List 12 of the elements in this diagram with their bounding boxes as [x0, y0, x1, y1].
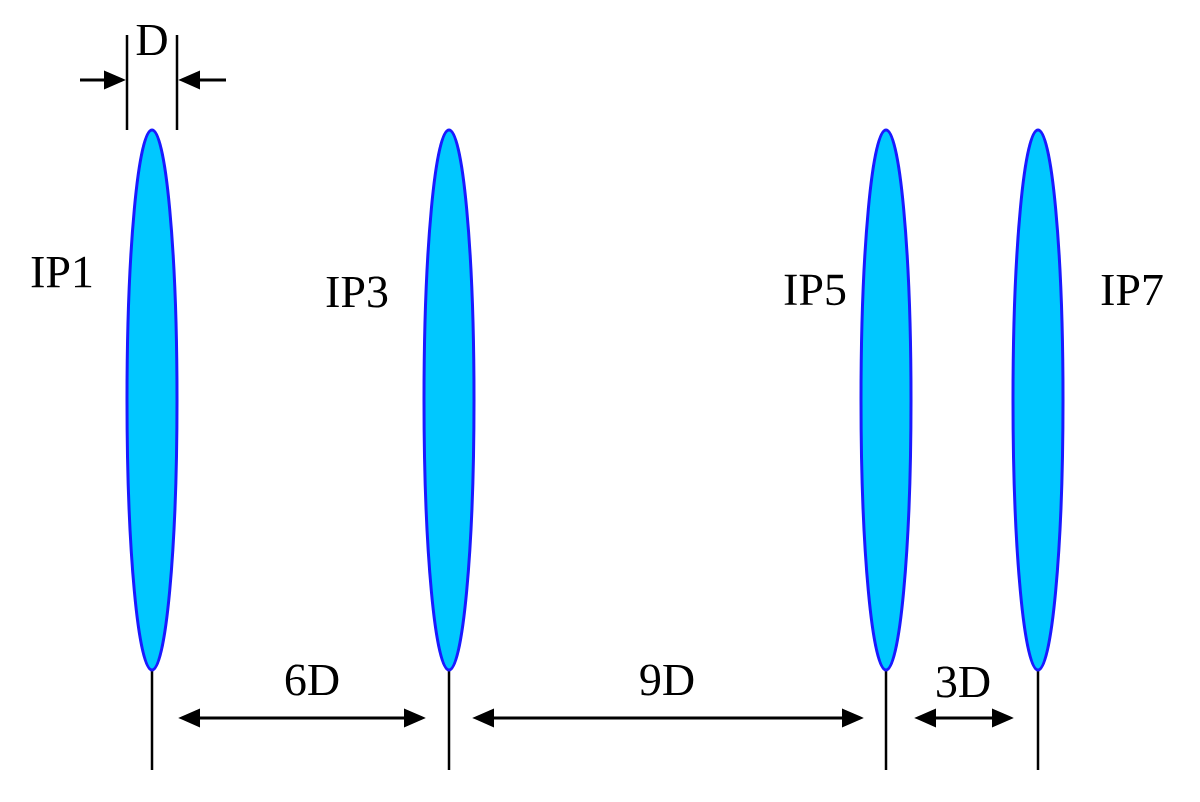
ellipse-shape: [422, 128, 476, 672]
dimension-label: 6D: [285, 664, 339, 696]
dimension-label: D: [136, 24, 167, 56]
dimension-label: 9D: [640, 664, 694, 696]
ip-label: IP1: [31, 256, 92, 288]
ellipse-shape: [859, 128, 913, 672]
ellipse-shape: [1011, 128, 1065, 672]
ip-label: IP7: [1101, 274, 1163, 306]
ip-label: IP5: [784, 274, 846, 306]
ellipse-shape: [125, 128, 179, 672]
ip-label: IP3: [326, 276, 388, 308]
dimension-label: 3D: [937, 666, 990, 698]
